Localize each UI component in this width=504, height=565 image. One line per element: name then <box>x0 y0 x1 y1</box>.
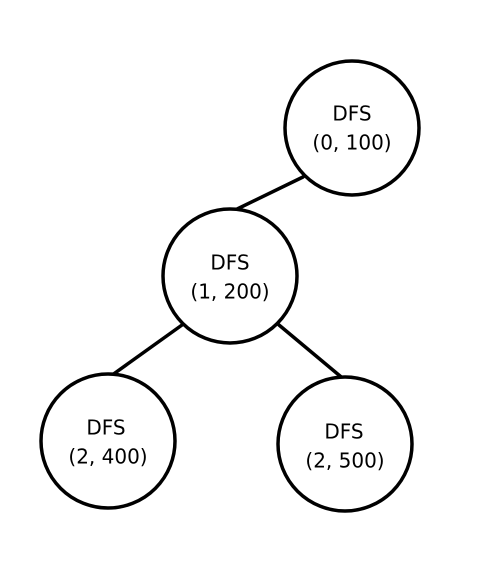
node-label: DFS <box>332 102 371 126</box>
node-args: (0, 100) <box>312 131 391 155</box>
node-circle <box>276 375 414 513</box>
node-circle <box>39 372 177 510</box>
edge-n1-n3 <box>277 323 348 383</box>
edge-n1-n2 <box>106 323 184 380</box>
node-label: DFS <box>324 420 363 444</box>
tree-node-n0: DFS (0, 100) <box>283 59 421 197</box>
node-label: DFS <box>210 251 249 275</box>
node-label: DFS <box>86 416 125 440</box>
node-circle <box>161 207 299 345</box>
node-args: (2, 400) <box>68 445 147 469</box>
edge-n0-n1 <box>229 175 305 214</box>
node-args: (2, 500) <box>305 449 384 473</box>
tree-node-n1: DFS (1, 200) <box>161 207 299 345</box>
tree-node-n3: DFS (2, 500) <box>276 375 414 513</box>
node-circle <box>283 59 421 197</box>
tree-node-n2: DFS (2, 400) <box>39 372 177 510</box>
node-args: (1, 200) <box>190 280 269 304</box>
